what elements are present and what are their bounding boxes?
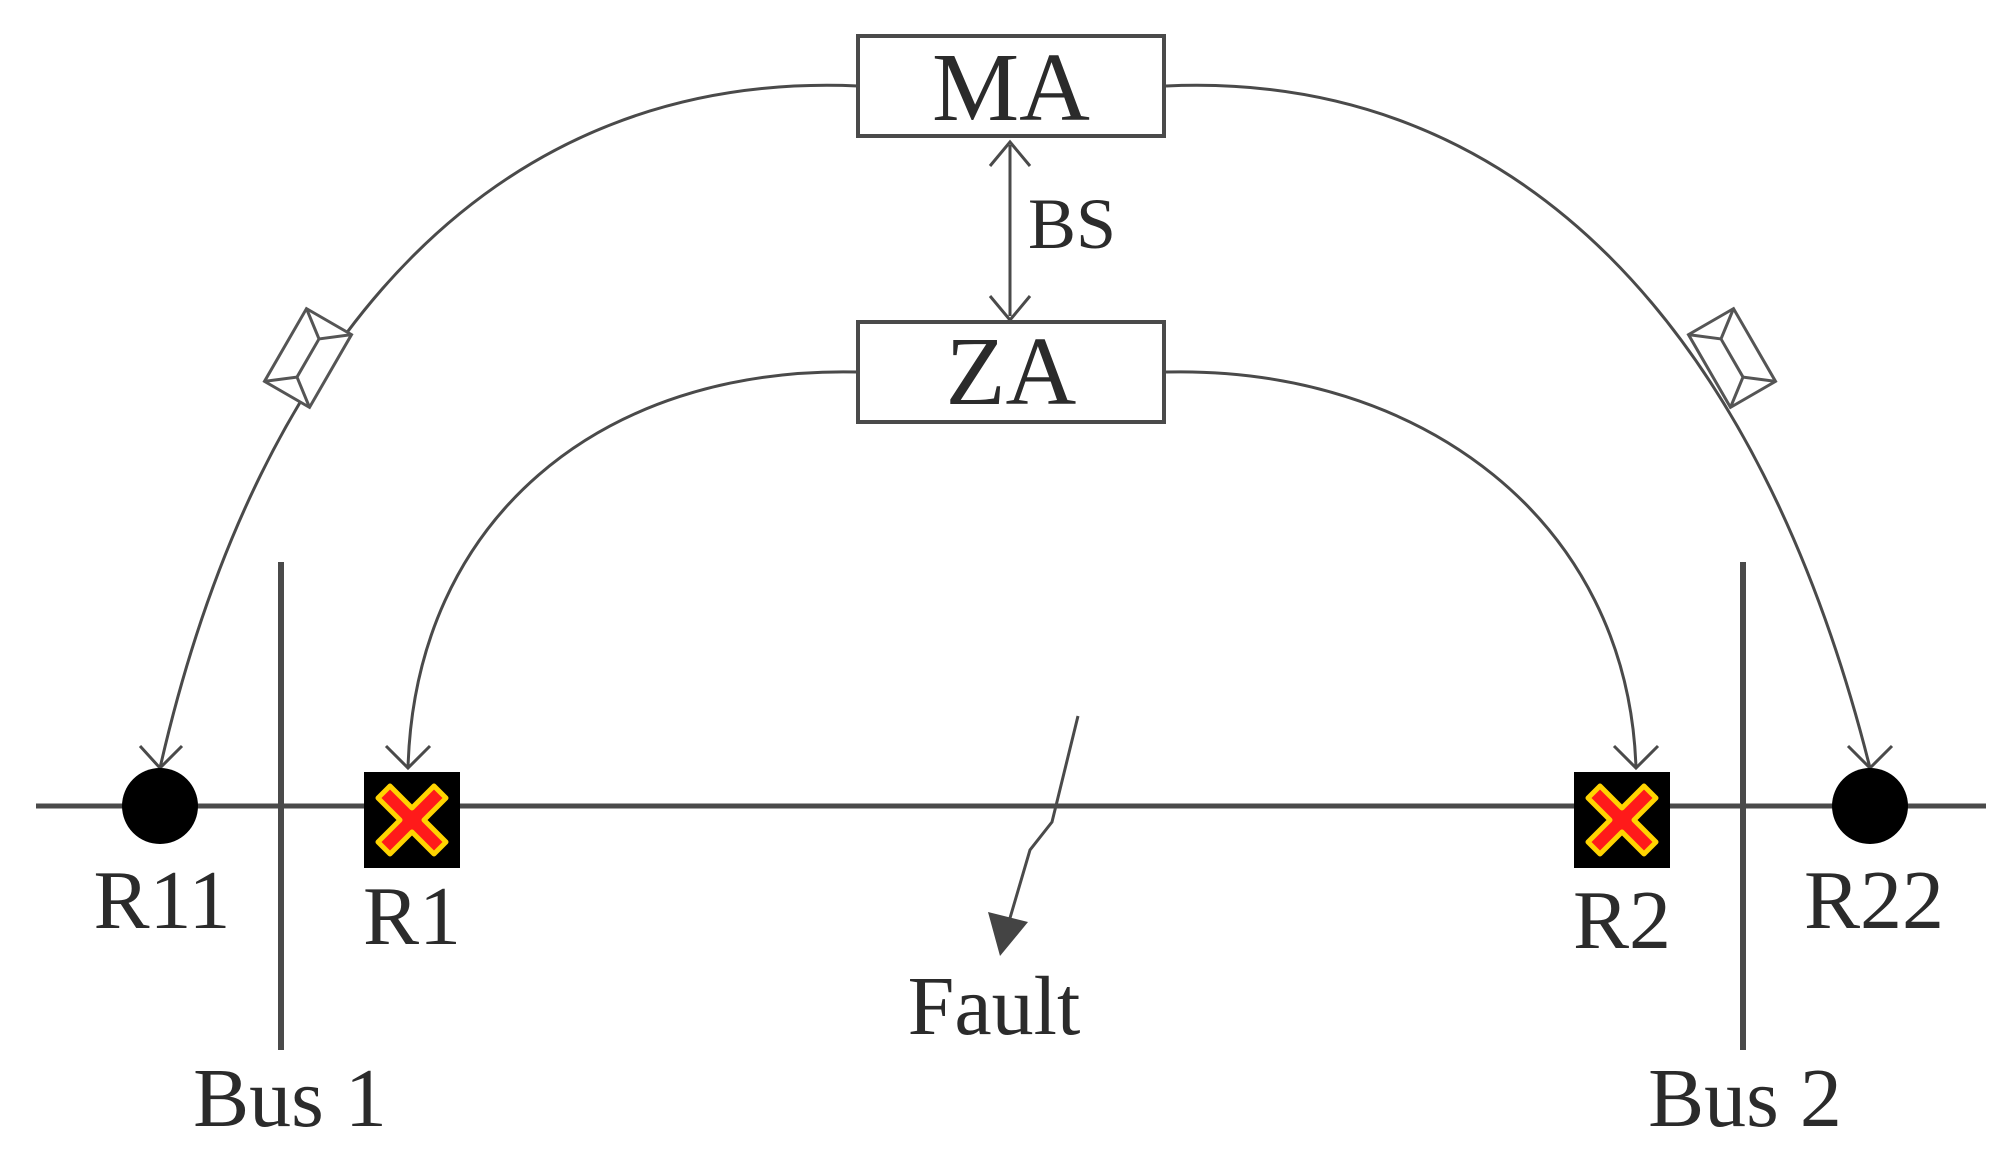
ma-label: MA <box>932 34 1090 142</box>
red-x-icon <box>1585 783 1659 857</box>
relay-r2-label: R2 <box>1573 874 1671 967</box>
relay-r1-tripped <box>364 772 460 868</box>
za-label: ZA <box>946 318 1077 426</box>
relay-r2-tripped <box>1574 772 1670 868</box>
relay-r11-label: R11 <box>94 854 231 947</box>
bus-1-label: Bus 1 <box>193 1052 387 1145</box>
red-x-icon <box>375 783 449 857</box>
relay-r1-label: R1 <box>363 870 461 963</box>
za-to-r2-arc <box>1165 370 1638 769</box>
relay-r22-dot <box>1832 768 1908 844</box>
fault-label: Fault <box>908 960 1081 1053</box>
ma-to-r22-arc <box>1165 83 1872 769</box>
bus-2-label: Bus 2 <box>1648 1052 1842 1145</box>
envelope-icon <box>1686 306 1778 410</box>
relay-r22-label: R22 <box>1804 854 1944 947</box>
ma-to-r11-arc <box>158 83 859 769</box>
envelope-icon <box>262 306 354 410</box>
za-box: ZA <box>856 318 1166 426</box>
za-to-r1-arc <box>406 370 859 769</box>
ma-box: MA <box>856 34 1166 142</box>
fault-arrow <box>988 715 1080 956</box>
relay-r11-dot <box>122 768 198 844</box>
bs-label: BS <box>1028 184 1116 264</box>
